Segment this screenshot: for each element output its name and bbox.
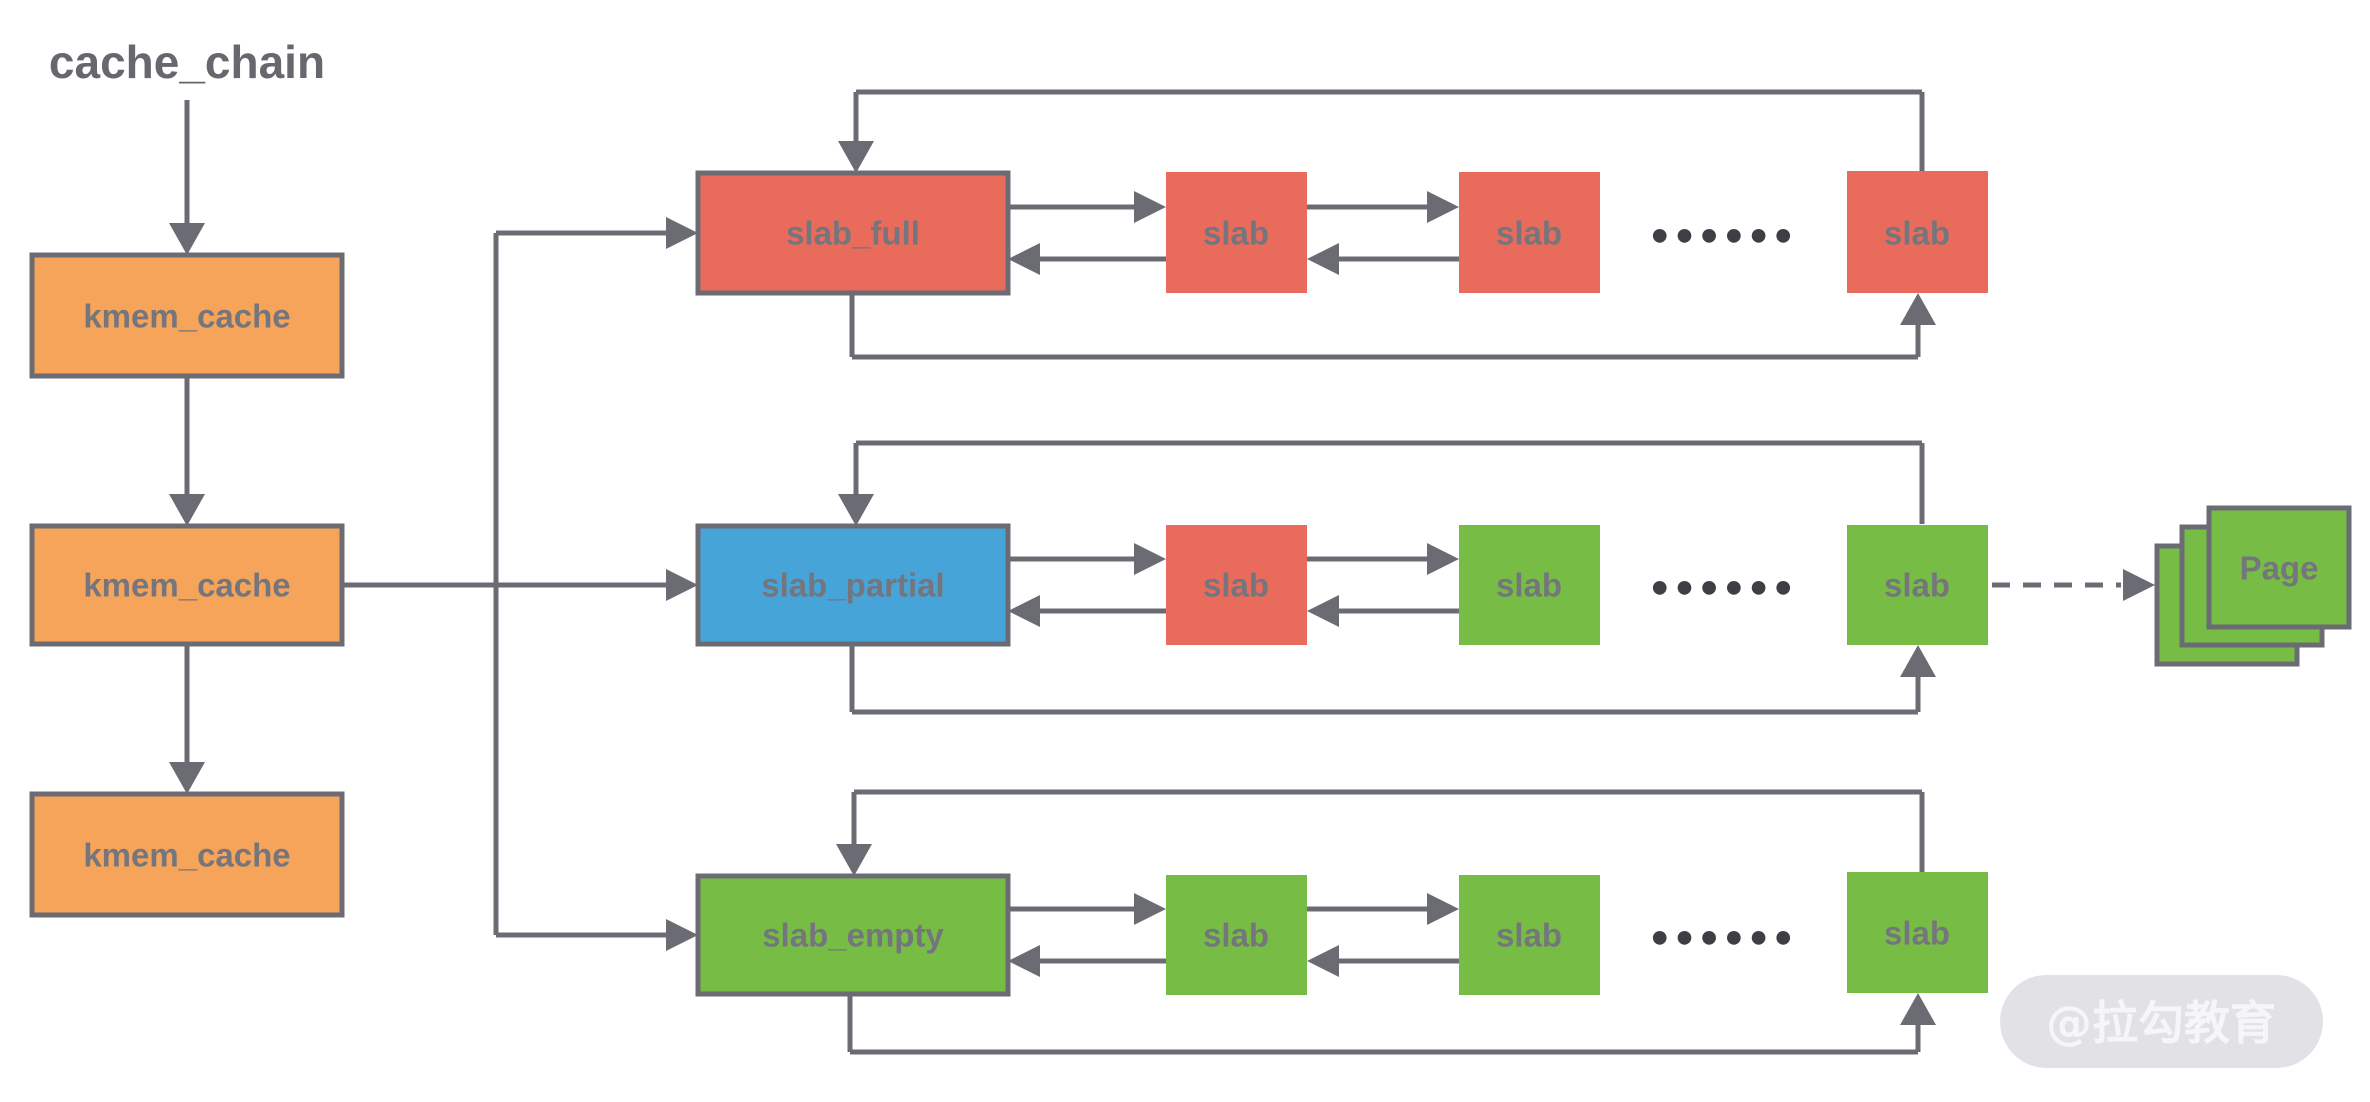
ellipsis-dots: ●●●●●● — [1652, 225, 1800, 246]
cache-chain-title: cache_chain — [49, 36, 325, 88]
slab-label: slab — [1884, 567, 1950, 604]
slab-box — [1459, 525, 1600, 645]
kmem-cache-rect — [29, 252, 345, 379]
arrowhead-right-icon — [1427, 191, 1459, 223]
arrow-cachechain-to-kmem1 — [169, 100, 205, 255]
watermark-text: @拉勾教育 — [2046, 996, 2276, 1050]
arrowhead-left-icon — [1307, 243, 1339, 275]
arrowhead-right-icon — [2123, 569, 2155, 601]
arrowhead-down-icon — [169, 762, 205, 794]
arrowhead-right-icon — [666, 569, 698, 601]
slab-box — [1166, 875, 1307, 995]
arrowhead-down-icon — [836, 844, 872, 876]
slab-label: slab — [1496, 215, 1562, 252]
slab-label: slab — [1884, 215, 1950, 252]
kmem-cache-box-2: kmem_cache — [29, 523, 345, 647]
kmem-cache-box-3: kmem_cache — [29, 791, 345, 918]
arrowhead-right-icon — [1134, 893, 1166, 925]
arrowhead-right-icon — [1134, 543, 1166, 575]
slab-full-label: slab_full — [786, 215, 920, 252]
slab-empty-box — [695, 873, 1011, 997]
slab-box — [1847, 171, 1988, 293]
arrowhead-right-icon — [666, 217, 698, 249]
arrowhead-right-icon — [1134, 191, 1166, 223]
watermark-badge: @拉勾教育 — [2000, 975, 2323, 1068]
kmem-cache-box-1: kmem_cache — [29, 252, 345, 379]
slab-box — [1459, 875, 1600, 995]
slab-full-row: slab_full slab slab ●●●●●● slab — [695, 89, 1988, 360]
arrow-kmem1-to-kmem2 — [169, 377, 205, 526]
slab-box — [1166, 525, 1307, 645]
kmem-cache-label: kmem_cache — [83, 567, 290, 604]
page-stack: Page — [2154, 505, 2352, 667]
slab-label: slab — [1203, 215, 1269, 252]
ellipsis-dots: ●●●●●● — [1652, 927, 1800, 948]
slab-partial-row: slab_partial slab slab ●●●●●● slab — [695, 440, 2155, 715]
arrowhead-down-icon — [169, 494, 205, 526]
kmem-cache-label: kmem_cache — [83, 298, 290, 335]
ellipsis-dots: ●●●●●● — [1652, 577, 1800, 598]
arrowhead-right-icon — [1427, 543, 1459, 575]
arrowhead-right-icon — [1427, 893, 1459, 925]
slab-label: slab — [1884, 915, 1950, 952]
arrow-kmem2-to-kmem3 — [169, 644, 205, 794]
slab-full-box — [695, 170, 1011, 296]
arrowhead-down-icon — [169, 223, 205, 255]
slab-box — [1847, 872, 1988, 993]
kmem-cache-rect — [29, 791, 345, 918]
arrowhead-right-icon — [666, 919, 698, 951]
arrowhead-left-icon — [1307, 945, 1339, 977]
arrowhead-up-icon — [1900, 293, 1936, 325]
slab-empty-label: slab_empty — [762, 917, 944, 954]
arrowhead-left-icon — [1008, 945, 1040, 977]
arrowhead-down-icon — [838, 494, 874, 526]
page-card-front — [2206, 505, 2352, 630]
slab-label: slab — [1203, 567, 1269, 604]
arrowhead-up-icon — [1900, 645, 1936, 677]
slab-box — [1166, 172, 1307, 293]
slab-label: slab — [1496, 917, 1562, 954]
arrowhead-down-icon — [838, 141, 874, 173]
kmem-cache-label: kmem_cache — [83, 837, 290, 874]
slab-partial-label: slab_partial — [761, 567, 944, 604]
arrowhead-left-icon — [1008, 243, 1040, 275]
slab-empty-row: slab_empty slab slab ●●●●●● slab — [695, 789, 1988, 1055]
slab-box — [1847, 525, 1988, 645]
kmem2-branch-connectors — [342, 217, 698, 951]
arrowhead-left-icon — [1307, 595, 1339, 627]
slab-box — [1459, 172, 1600, 293]
arrowhead-up-icon — [1900, 993, 1936, 1025]
watermark-pill — [2000, 975, 2323, 1068]
slab-label: slab — [1496, 567, 1562, 604]
page-label: Page — [2240, 550, 2319, 587]
slab-partial-box — [695, 523, 1011, 647]
slab-label: slab — [1203, 917, 1269, 954]
arrowhead-left-icon — [1008, 595, 1040, 627]
